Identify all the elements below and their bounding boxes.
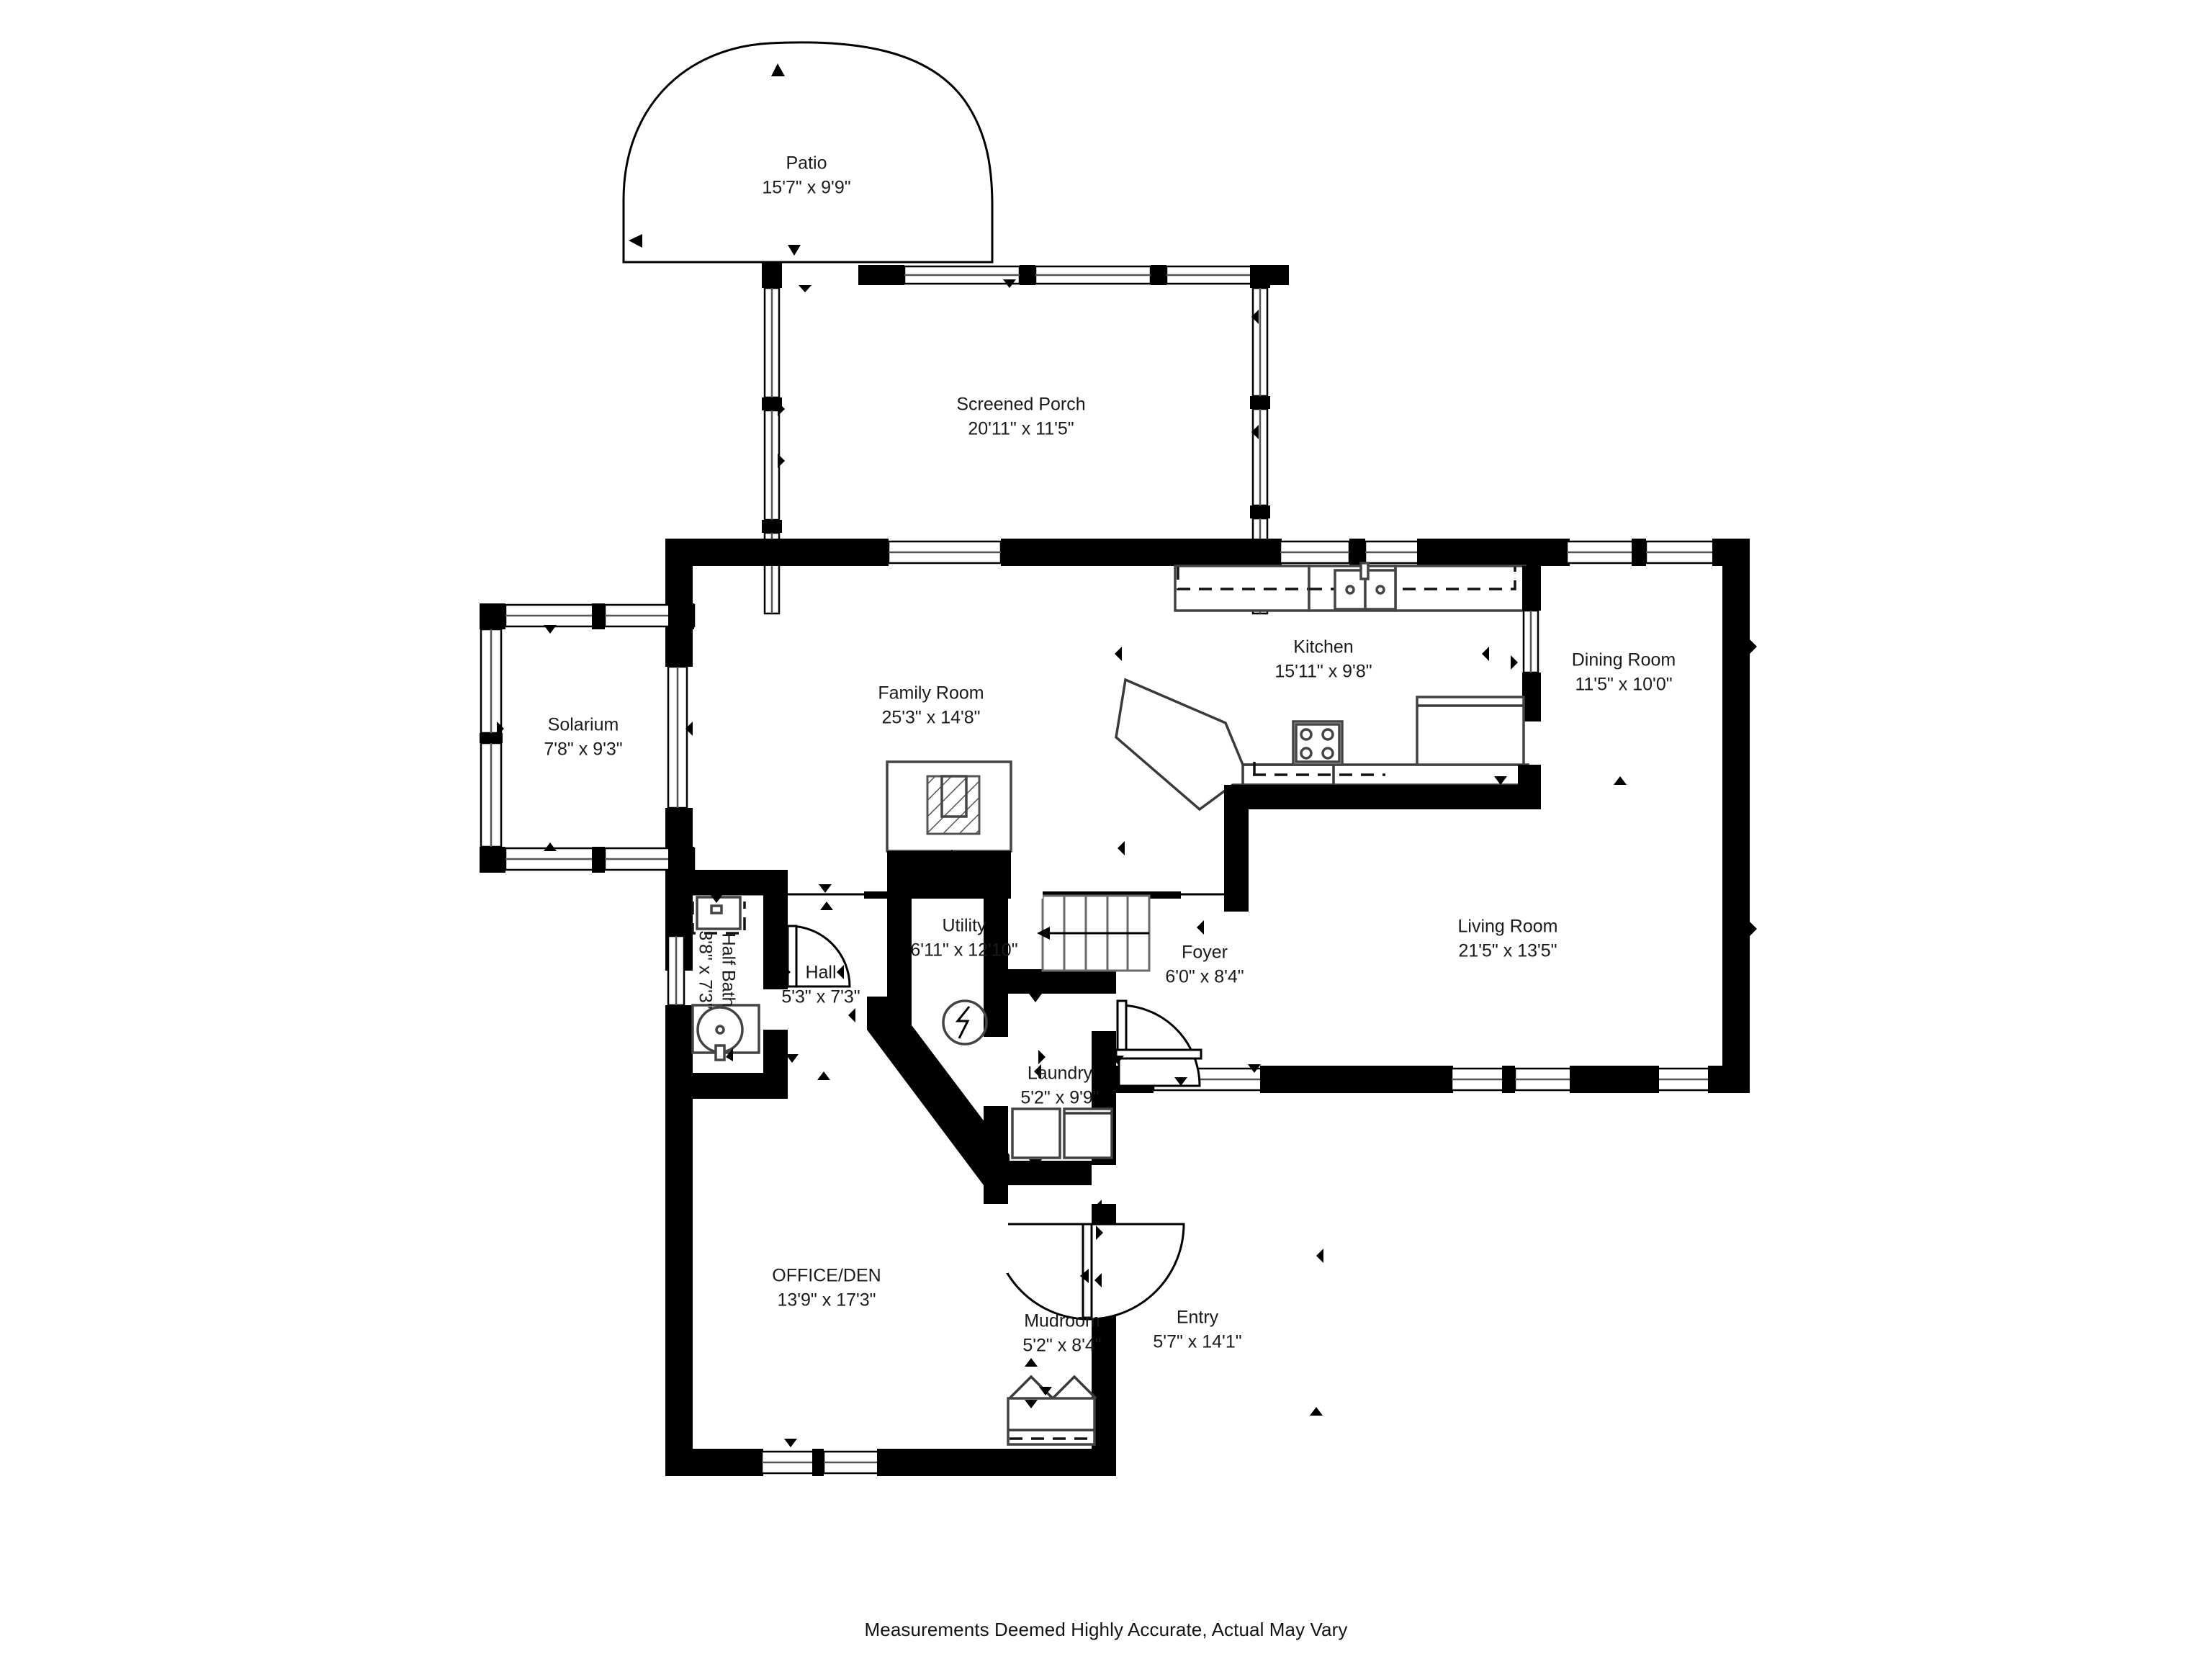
mudroom-fixtures: [1007, 1375, 1097, 1446]
room-label-screened-porch: Screened Porch: [956, 395, 1085, 415]
room-label-family-room: Family Room: [878, 683, 984, 703]
room-label-laundry: Laundry: [1028, 1064, 1093, 1084]
dimension-markers: [671, 639, 1757, 1447]
room-dim-laundry: 5'2" x 9'9": [1020, 1088, 1099, 1108]
room-dim-patio: 15'7" x 9'9": [762, 178, 850, 198]
patio-outline: [622, 41, 994, 264]
refrigerator: [1416, 696, 1525, 766]
room-dim-solarium: 7'8" x 9'3": [544, 739, 622, 760]
laundry-appliances: [1011, 1107, 1113, 1159]
room-label-kitchen: Kitchen: [1293, 637, 1353, 657]
room-label-living-room: Living Room: [1458, 917, 1558, 937]
room-label-solarium: Solarium: [548, 715, 619, 735]
room-dim-half-bath: 3'8" x 7'3": [695, 930, 715, 1009]
dimension-marker: [771, 63, 785, 76]
washer: [1011, 1107, 1061, 1159]
fireplace: [886, 760, 1012, 891]
measurement-disclaimer: Measurements Deemed Highly Accurate, Act…: [864, 1619, 1348, 1640]
half-bath-fixtures: [691, 894, 760, 1061]
room-dim-mudroom: 5'2" x 8'4": [1022, 1336, 1101, 1356]
room-dim-dining-room: 11'5" x 10'0": [1575, 675, 1672, 695]
screened-porch-walls: [762, 262, 1289, 615]
room-dim-screened-porch: 20'11" x 11'5": [968, 419, 1074, 439]
cooktop-range: [1292, 720, 1344, 766]
kitchen-counters: [1174, 562, 1541, 721]
room-dim-family-room: 25'3" x 14'8": [881, 708, 980, 728]
room-dim-kitchen: 15'11" x 9'8": [1274, 662, 1372, 682]
entry-door: [992, 1223, 1185, 1321]
room-label-entry: Entry: [1177, 1308, 1219, 1328]
room-label-patio: Patio: [786, 153, 827, 174]
room-dim-entry: 5'7" x 14'1": [1153, 1332, 1241, 1352]
room-label-half-bath: Half Bath: [718, 933, 738, 1007]
room-label-office-den: OFFICE/DEN: [772, 1266, 881, 1286]
room-dim-foyer: 6'0" x 8'4": [1165, 967, 1244, 987]
mudroom-bench: [1007, 1397, 1096, 1446]
bathroom-sink: [691, 1004, 760, 1061]
dimension-marker: [629, 234, 642, 248]
exterior-walls: [665, 539, 1750, 1476]
staircase: [1037, 894, 1151, 972]
solarium-structure: [480, 603, 696, 873]
room-labels: Patio 15'7" x 9'9" Screened Porch 20'11"…: [544, 153, 1676, 1356]
room-label-utility: Utility: [942, 916, 986, 936]
laundry-doorway: [984, 1037, 1008, 1106]
room-dim-living-room: 21'5" x 13'5": [1458, 941, 1557, 961]
electrical-panel-icon: [942, 999, 988, 1046]
room-dim-hall: 5'3" x 7'3": [781, 987, 860, 1007]
toilet: [691, 894, 746, 935]
foyer-door: [1115, 999, 1202, 1087]
room-dim-utility: 6'11" x 12'10": [910, 940, 1017, 961]
room-label-dining-room: Dining Room: [1572, 650, 1676, 670]
room-label-hall: Hall: [805, 963, 836, 983]
room-dim-office-den: 13'9" x 17'3": [777, 1290, 876, 1310]
doors: [786, 891, 1202, 1321]
kitchen-sink: [1334, 562, 1397, 611]
dryer: [1063, 1107, 1113, 1159]
room-label-mudroom: Mudroom: [1024, 1311, 1100, 1331]
dimension-marker: [788, 245, 801, 256]
room-label-foyer: Foyer: [1182, 943, 1228, 963]
